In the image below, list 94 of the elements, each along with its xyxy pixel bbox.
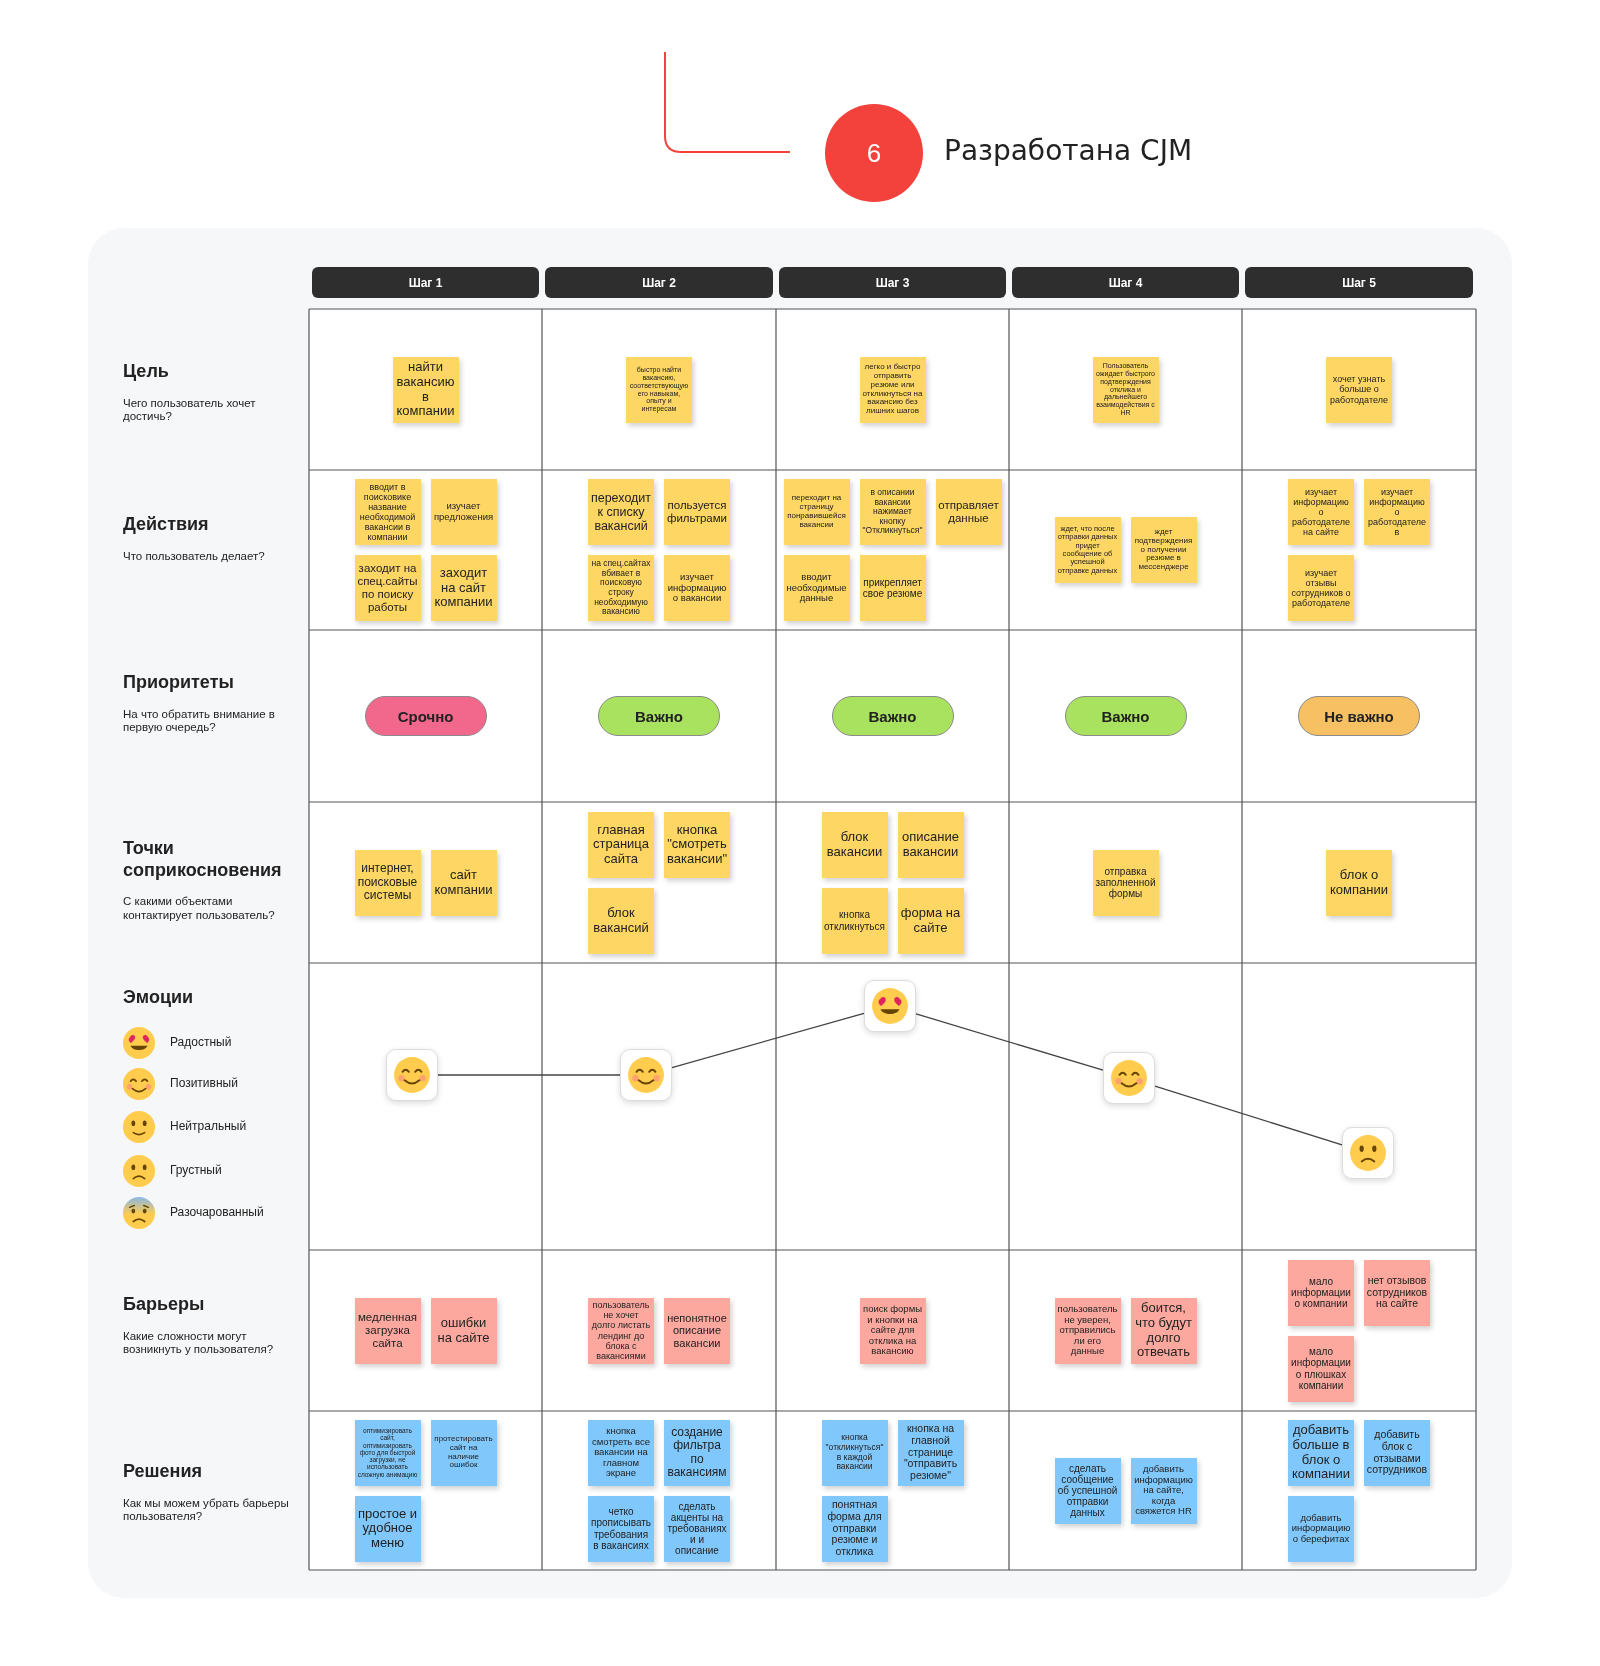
sticky-note: главная страница сайта bbox=[588, 811, 654, 878]
legend-text: Позитивный bbox=[170, 1076, 238, 1090]
sticky-note: добавить информацию о берефитах bbox=[1288, 1495, 1354, 1562]
sticky-note: форма на сайте bbox=[897, 887, 964, 954]
sticky-note: на спец.сайтах вбивает в поисковую строку необходимую вакансию bbox=[588, 555, 654, 621]
sticky-note: в описании вакансии нажимает кнопку "Откликнуться" bbox=[859, 479, 926, 545]
sticky-note: кнопка на главной странице "отправить резюме" bbox=[897, 1419, 964, 1486]
priority-tag: Не важно bbox=[1298, 696, 1420, 736]
emotion-card bbox=[864, 980, 916, 1032]
sticky-note: сделать акценты на требованиях и и описание bbox=[664, 1495, 730, 1562]
sticky-note: легко и быстро отправить резюме или откликнуться на вакансию без лишних шагов bbox=[859, 356, 926, 423]
row-question: Как мы можем убрать барьеры пользователя? bbox=[123, 1496, 290, 1525]
sticky-note: блок вакансий bbox=[588, 887, 654, 954]
sticky-note: переходит к списку вакансий bbox=[588, 479, 654, 545]
title: Разработана CJM bbox=[944, 134, 1193, 167]
emotion-line bbox=[1154, 1085, 1343, 1146]
sticky-note: блок вакансии bbox=[821, 811, 888, 878]
sticky-note: кнопка откликнуться bbox=[821, 887, 888, 954]
sticky-note: медленная загрузка сайта bbox=[354, 1297, 421, 1364]
emotion-line bbox=[437, 1074, 621, 1076]
sticky-note: пользователь не уверен, отправились ли его данные bbox=[1054, 1297, 1121, 1364]
sticky-note: кнопка "смотреть вакансии" bbox=[664, 811, 730, 878]
sticky-note: интернет, поисковые системы bbox=[354, 849, 421, 916]
row-question: С какими объектами контактирует пользователь? bbox=[123, 895, 276, 923]
step-header: Шаг 3 bbox=[779, 267, 1006, 298]
sticky-note: ошибки на сайте bbox=[430, 1297, 497, 1364]
sticky-note: описание вакансии bbox=[897, 811, 964, 878]
sticky-note: ждет подтверждения о получении резюме в мессенджере bbox=[1130, 517, 1197, 583]
sticky-note: отправляет данные bbox=[935, 479, 1002, 545]
priority-tag: Важно bbox=[598, 696, 720, 736]
sticky-note: сделать сообщение об успешной отправки данных bbox=[1054, 1457, 1121, 1524]
emotion-card bbox=[386, 1049, 438, 1101]
sticky-note: вводит в поисковике название необходимой вакансии в компании bbox=[354, 479, 421, 545]
sticky-note: сайт компании bbox=[430, 849, 497, 916]
row-question: Что пользователь делает? bbox=[123, 549, 266, 564]
sticky-note: кнопка "откликнуться" в каждой вакансии bbox=[821, 1419, 888, 1486]
sticky-note: изучает информацию о вакансии bbox=[664, 555, 730, 621]
emotion-card bbox=[1342, 1127, 1394, 1179]
sticky-note: изучает предложения bbox=[430, 479, 497, 545]
sticky-note: пользователь не хочет долго листать лендинг до блока с вакансиями bbox=[588, 1297, 654, 1364]
sticky-note: добавить информацию на сайте, когда свяжется HR bbox=[1130, 1457, 1197, 1524]
step-header: Шаг 4 bbox=[1012, 267, 1239, 298]
sticky-note: добавить блок с отзывами сотрудников bbox=[1364, 1419, 1430, 1486]
emotion-card bbox=[1103, 1052, 1155, 1104]
sticky-note: понятная форма для отправки резюме и отклика bbox=[821, 1495, 888, 1562]
sticky-note: мало информации о плюшках компании bbox=[1288, 1335, 1354, 1402]
sticky-note: прикрепляет свое резюме bbox=[859, 555, 926, 621]
sticky-note: создание фильтра по вакансиям bbox=[664, 1419, 730, 1486]
sticky-note: найти вакансию в компании bbox=[392, 356, 459, 423]
sticky-note: четко прописывать требования в вакансиях bbox=[588, 1495, 654, 1562]
sticky-note: боится, что будут долго отвечать bbox=[1130, 1297, 1197, 1364]
sticky-note: пользуется фильтрами bbox=[664, 479, 730, 545]
row-heading: Цель bbox=[123, 361, 170, 383]
sticky-note: протестировать сайт на наличие ошибок bbox=[430, 1419, 497, 1486]
row-heading: Решения bbox=[123, 1461, 204, 1483]
row-heading: Действия bbox=[123, 514, 210, 536]
legend-text: Грустный bbox=[170, 1163, 222, 1177]
sticky-note: отправка заполненной формы bbox=[1092, 849, 1159, 916]
priority-tag: Важно bbox=[831, 696, 954, 736]
sticky-note: вводит необходимые данные bbox=[783, 555, 850, 621]
legend-text: Радостный bbox=[170, 1035, 232, 1049]
legend-text: Разочарованный bbox=[170, 1205, 264, 1219]
step-header: Шаг 1 bbox=[312, 267, 539, 298]
row-heading: Барьеры bbox=[123, 1294, 206, 1316]
row-heading: Эмоции bbox=[123, 987, 195, 1009]
priority-tag: Срочно bbox=[364, 696, 487, 736]
sticky-note: непонятное описание вакансии bbox=[664, 1297, 730, 1364]
sticky-note: нет отзывов сотрудников на сайте bbox=[1364, 1259, 1430, 1326]
sticky-note: переходит на страницу понравившейся вакансии bbox=[783, 479, 850, 545]
sticky-note: блок о компании bbox=[1326, 849, 1392, 916]
sticky-note: изучает отзывы сотрудников о работодателе bbox=[1288, 555, 1354, 621]
sticky-note: поиск формы и кнопки на сайте для отклика на вакансию bbox=[859, 1297, 926, 1364]
emotion-line bbox=[671, 1012, 865, 1069]
row-question: Чего пользователь хочет достичь? bbox=[123, 396, 257, 425]
sticky-note: заходит на сайт компании bbox=[430, 555, 497, 621]
step-header: Шаг 2 bbox=[545, 267, 773, 298]
row-question: На что обратить внимание в первую очередь? bbox=[123, 707, 276, 736]
row-question: Какие сложности могут возникнуть у пользователя? bbox=[123, 1329, 275, 1358]
sticky-note: кнопка смотреть все вакансии на главном экране bbox=[588, 1419, 654, 1486]
row-heading: Точки соприкосновения bbox=[123, 838, 283, 882]
sticky-note: мало информации о компании bbox=[1288, 1259, 1354, 1326]
sticky-note: изучает информацию о работодателе в bbox=[1364, 479, 1430, 545]
legend-text: Нейтральный bbox=[170, 1119, 247, 1133]
emotion-card bbox=[620, 1049, 672, 1101]
step-number-badge: 6 bbox=[825, 104, 923, 202]
sticky-note: изучает информацию о работодателе на сайте bbox=[1288, 479, 1354, 545]
step-header: Шаг 5 bbox=[1245, 267, 1473, 298]
sticky-note: хочет узнать больше о работодателе bbox=[1326, 356, 1392, 423]
row-heading: Приоритеты bbox=[123, 672, 235, 694]
sticky-note: простое и удобное меню bbox=[354, 1495, 421, 1562]
sticky-note: добавить больше в блок о компании bbox=[1288, 1419, 1354, 1486]
priority-tag: Важно bbox=[1064, 696, 1187, 736]
sticky-note: заходит на спец.сайты по поиску работы bbox=[354, 555, 421, 621]
emotion-line bbox=[915, 1013, 1104, 1071]
